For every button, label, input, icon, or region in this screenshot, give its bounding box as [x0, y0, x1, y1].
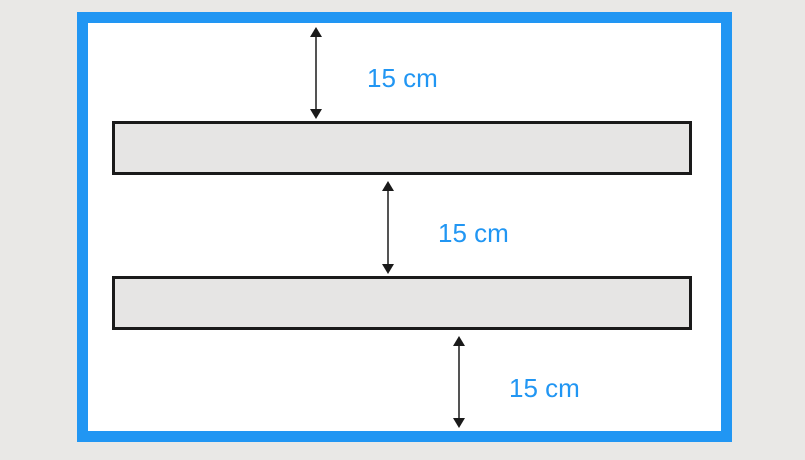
bottom-shelf [112, 276, 692, 330]
double-arrow-icon [309, 27, 323, 119]
outer-frame [77, 12, 732, 442]
double-arrow-icon [452, 336, 466, 428]
top-shelf [112, 121, 692, 175]
dimension-label-bottom: 15 cm [509, 373, 580, 403]
dimension-label-top: 15 cm [367, 63, 438, 93]
double-arrow-icon [381, 181, 395, 274]
dimension-label-middle: 15 cm [438, 218, 509, 248]
